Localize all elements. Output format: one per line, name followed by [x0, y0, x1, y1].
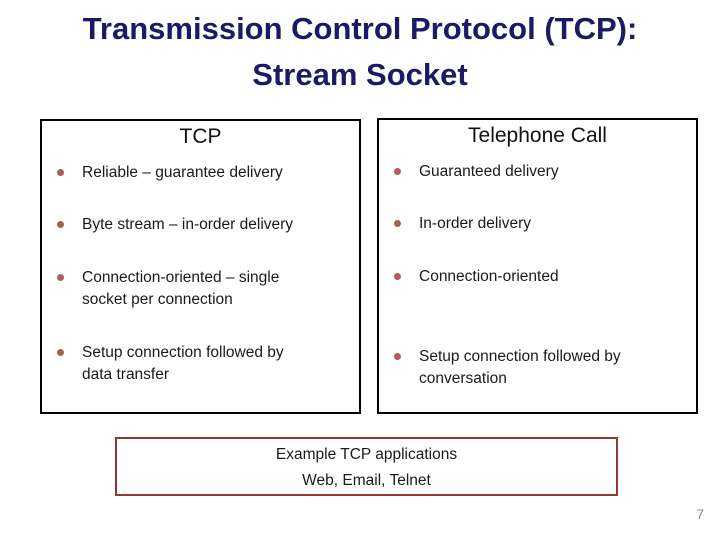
slide-title-line-1: Transmission Control Protocol (TCP):	[82, 11, 638, 46]
telephone-list-item: Setup connection followed by conversatio…	[391, 346, 688, 390]
telephone-item-text: In-order delivery	[419, 215, 531, 232]
telephone-list-item: Guaranteed delivery	[391, 161, 688, 183]
tcp-list-item: Setup connection followed by data transf…	[54, 342, 351, 386]
tcp-box: TCP Reliable – guarantee delivery Byte s…	[40, 119, 361, 414]
bullet-icon	[57, 274, 64, 281]
bullet-icon	[394, 168, 401, 175]
tcp-item-text: Setup connection followed by data transf…	[82, 344, 284, 383]
telephone-box: Telephone Call Guaranteed delivery In-or…	[377, 118, 698, 414]
telephone-list-item: Connection-oriented	[391, 266, 688, 288]
bullet-icon	[394, 353, 401, 360]
slide-title: Transmission Control Protocol (TCP): Str…	[0, 6, 720, 98]
bullet-icon	[394, 220, 401, 227]
tcp-item-text: Byte stream – in-order delivery	[82, 216, 294, 233]
telephone-item-text: Guaranteed delivery	[419, 163, 559, 180]
telephone-item-text: Connection-oriented	[419, 268, 559, 285]
slide-title-line-2: Stream Socket	[252, 57, 468, 92]
tcp-item-text: Connection-oriented – single socket per …	[82, 269, 280, 308]
bullet-icon	[57, 221, 64, 228]
telephone-box-header: Telephone Call	[468, 124, 607, 147]
example-box: Example TCP applications Web, Email, Tel…	[115, 437, 618, 496]
telephone-item-text: Setup connection followed by conversatio…	[419, 348, 621, 387]
bullet-icon	[57, 169, 64, 176]
tcp-list-item: Reliable – guarantee delivery	[54, 162, 351, 184]
example-box-line-1: Example TCP applications	[275, 446, 458, 463]
bullet-icon	[57, 349, 64, 356]
tcp-item-text: Reliable – guarantee delivery	[82, 164, 283, 181]
telephone-list-item: In-order delivery	[391, 213, 688, 235]
example-box-line-2: Web, Email, Telnet	[302, 472, 431, 489]
tcp-list-item: Byte stream – in-order delivery	[54, 214, 351, 236]
bullet-icon	[394, 273, 401, 280]
tcp-box-header: TCP	[179, 125, 222, 148]
page-number: 7	[696, 506, 704, 522]
tcp-list-item: Connection-oriented – single socket per …	[54, 267, 351, 311]
